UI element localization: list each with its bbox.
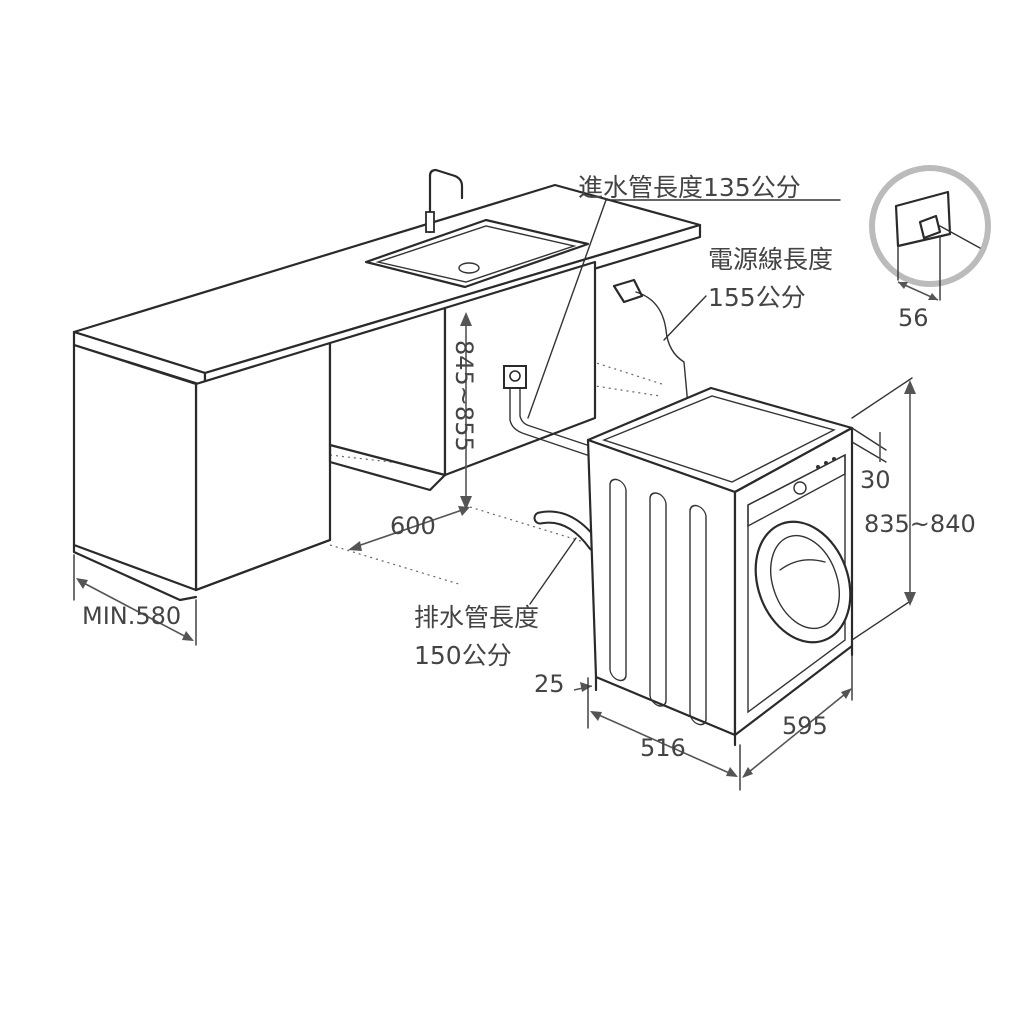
- power-cord-label-line2: 155公分: [708, 283, 806, 312]
- machine-width-label: 595: [782, 712, 828, 740]
- washing-machine: [586, 386, 854, 747]
- cabinet-depth-label: MIN.580: [82, 602, 181, 630]
- drain-hose-label-line2: 150公分: [414, 641, 512, 670]
- power-cord: [612, 278, 689, 407]
- drain-hose: [533, 510, 601, 552]
- sink: [364, 218, 590, 289]
- inlet-hose: [503, 365, 591, 457]
- faucet: [425, 168, 464, 234]
- plug-depth-label: 56: [898, 304, 929, 332]
- labels: 進水管長度135公分 電源線長度 155公分 排水管長度 150公分 56 84…: [82, 173, 976, 762]
- plug-inset: [869, 165, 991, 301]
- cabinet-width-label: 600: [390, 512, 436, 540]
- dimension-lines: [73, 199, 916, 791]
- machine-depth-label: 516: [640, 734, 686, 762]
- top-gap-label: 30: [860, 466, 891, 494]
- foot-gap-label: 25: [534, 670, 565, 698]
- kitchen-counter: [72, 168, 741, 602]
- counter-height-label: 845~855: [450, 340, 478, 452]
- inlet-hose-label: 進水管長度135公分: [578, 173, 801, 202]
- power-cord-label-line1: 電源線長度: [708, 245, 833, 274]
- machine-height-label: 835~840: [864, 510, 976, 538]
- drain-hose-label-line1: 排水管長度: [414, 603, 539, 632]
